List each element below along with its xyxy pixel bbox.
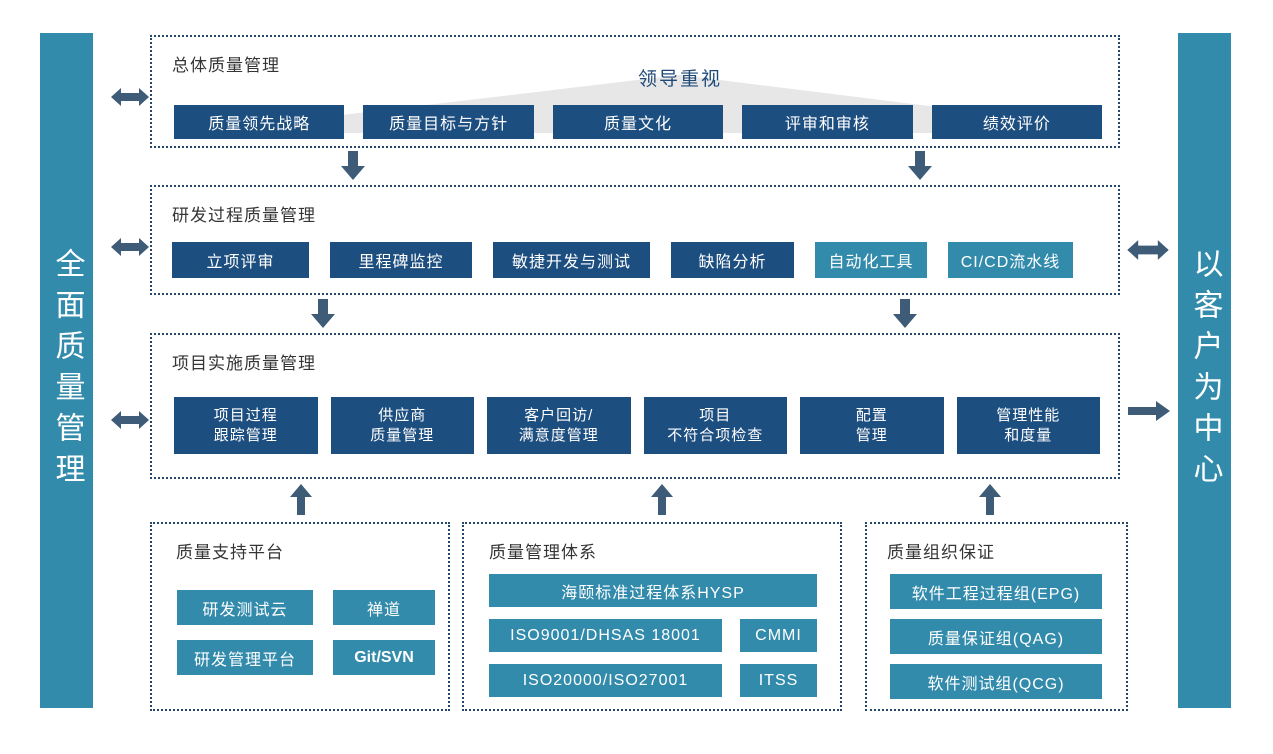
- double-arrow-icon: [111, 409, 149, 431]
- down-arrow-icon: [341, 151, 365, 180]
- system-button-grid: ISO9001/DHSAS 18001 CMMI ISO20000/ISO270…: [489, 619, 817, 697]
- btn-rd-mgmt-platform: 研发管理平台: [177, 640, 313, 675]
- btn-project-initiation-review: 立项评审: [172, 242, 309, 278]
- btn-epg: 软件工程过程组(EPG): [890, 574, 1102, 609]
- btn-configuration-mgmt: 配置 管理: [800, 397, 944, 454]
- left-bar-label: 全面质量管理: [50, 247, 84, 494]
- btn-zentao: 禅道: [333, 590, 435, 625]
- right-bar-label: 以客户为中心: [1188, 247, 1222, 494]
- btn-cicd-pipeline: CI/CD流水线: [948, 242, 1073, 278]
- section-quality-support-platform: 质量支持平台 研发测试云 禅道 研发管理平台 Git/SVN: [150, 522, 450, 711]
- right-arrow-icon: [1128, 400, 1170, 422]
- btn-nonconformity-check: 项目 不符合项检查: [643, 397, 787, 454]
- btn-quality-strategy: 质量领先战略: [174, 105, 345, 139]
- section-quality-org-assurance: 质量组织保证 软件工程过程组(EPG) 质量保证组(QAG) 软件测试组(QCG…: [865, 522, 1128, 711]
- btn-iso20000: ISO20000/ISO27001: [489, 664, 722, 697]
- btn-qcg: 软件测试组(QCG): [890, 664, 1102, 699]
- btn-performance-eval: 绩效评价: [931, 105, 1103, 139]
- btn-quality-goals-policy: 质量目标与方针: [363, 105, 534, 139]
- btn-rd-test-cloud: 研发测试云: [177, 590, 313, 625]
- btn-project-process-tracking: 项目过程 跟踪管理: [174, 397, 318, 454]
- section-system-title: 质量管理体系: [489, 543, 597, 562]
- btn-customer-visit-satisfaction: 客户回访/ 满意度管理: [487, 397, 631, 454]
- btn-defect-analysis: 缺陷分析: [671, 242, 794, 278]
- btn-milestone-monitoring: 里程碑监控: [330, 242, 472, 278]
- section-project-title: 项目实施质量管理: [172, 354, 316, 373]
- btn-automation-tools: 自动化工具: [815, 242, 927, 278]
- btn-performance-measurement: 管理性能 和度量: [956, 397, 1100, 454]
- section-project-impl-quality: 项目实施质量管理 项目过程 跟踪管理 供应商 质量管理 客户回访/ 满意度管理 …: [150, 333, 1120, 479]
- section-org-title: 质量组织保证: [887, 543, 995, 562]
- btn-review-audit: 评审和审核: [742, 105, 913, 139]
- overall-button-row: 质量领先战略 质量目标与方针 质量文化 评审和审核 绩效评价: [174, 105, 1103, 139]
- project-button-row: 项目过程 跟踪管理 供应商 质量管理 客户回访/ 满意度管理 项目 不符合项检查…: [174, 397, 1100, 454]
- btn-cmmi: CMMI: [740, 619, 817, 652]
- btn-itss: ITSS: [740, 664, 817, 697]
- section-overall-title: 总体质量管理: [172, 56, 280, 75]
- section-rnd-title: 研发过程质量管理: [172, 206, 316, 225]
- left-bar-total-quality: 全面质量管理: [40, 33, 93, 708]
- section-overall-quality: 总体质量管理 领导重视 质量领先战略 质量目标与方针 质量文化 评审和审核 绩效…: [150, 35, 1120, 148]
- section-rnd-process-quality: 研发过程质量管理 立项评审 里程碑监控 敏捷开发与测试 缺陷分析 自动化工具 C…: [150, 185, 1120, 295]
- btn-agile-dev-test: 敏捷开发与测试: [493, 242, 650, 278]
- section-quality-mgmt-system: 质量管理体系 海颐标准过程体系HYSP ISO9001/DHSAS 18001 …: [462, 522, 842, 711]
- double-arrow-icon: [111, 236, 149, 258]
- platform-button-grid: 研发测试云 禅道 研发管理平台 Git/SVN: [177, 590, 435, 675]
- double-arrow-icon: [111, 86, 149, 108]
- down-arrow-icon: [893, 299, 917, 328]
- up-arrow-icon: [290, 484, 312, 515]
- rnd-button-row: 立项评审 里程碑监控 敏捷开发与测试 缺陷分析 自动化工具 CI/CD流水线: [172, 242, 1073, 278]
- down-arrow-icon: [908, 151, 932, 180]
- btn-quality-culture: 质量文化: [552, 105, 724, 139]
- right-bar-customer-centric: 以客户为中心: [1178, 33, 1231, 708]
- leadership-banner-label: 领导重视: [637, 69, 722, 90]
- btn-git-svn: Git/SVN: [333, 640, 435, 675]
- btn-qag: 质量保证组(QAG): [890, 619, 1102, 654]
- double-arrow-icon: [1126, 238, 1170, 262]
- section-platform-title: 质量支持平台: [176, 543, 284, 562]
- btn-hysp: 海颐标准过程体系HYSP: [489, 574, 817, 607]
- btn-iso9001: ISO9001/DHSAS 18001: [489, 619, 722, 652]
- up-arrow-icon: [651, 484, 673, 515]
- down-arrow-icon: [311, 299, 335, 328]
- btn-supplier-quality: 供应商 质量管理: [330, 397, 474, 454]
- up-arrow-icon: [979, 484, 1001, 515]
